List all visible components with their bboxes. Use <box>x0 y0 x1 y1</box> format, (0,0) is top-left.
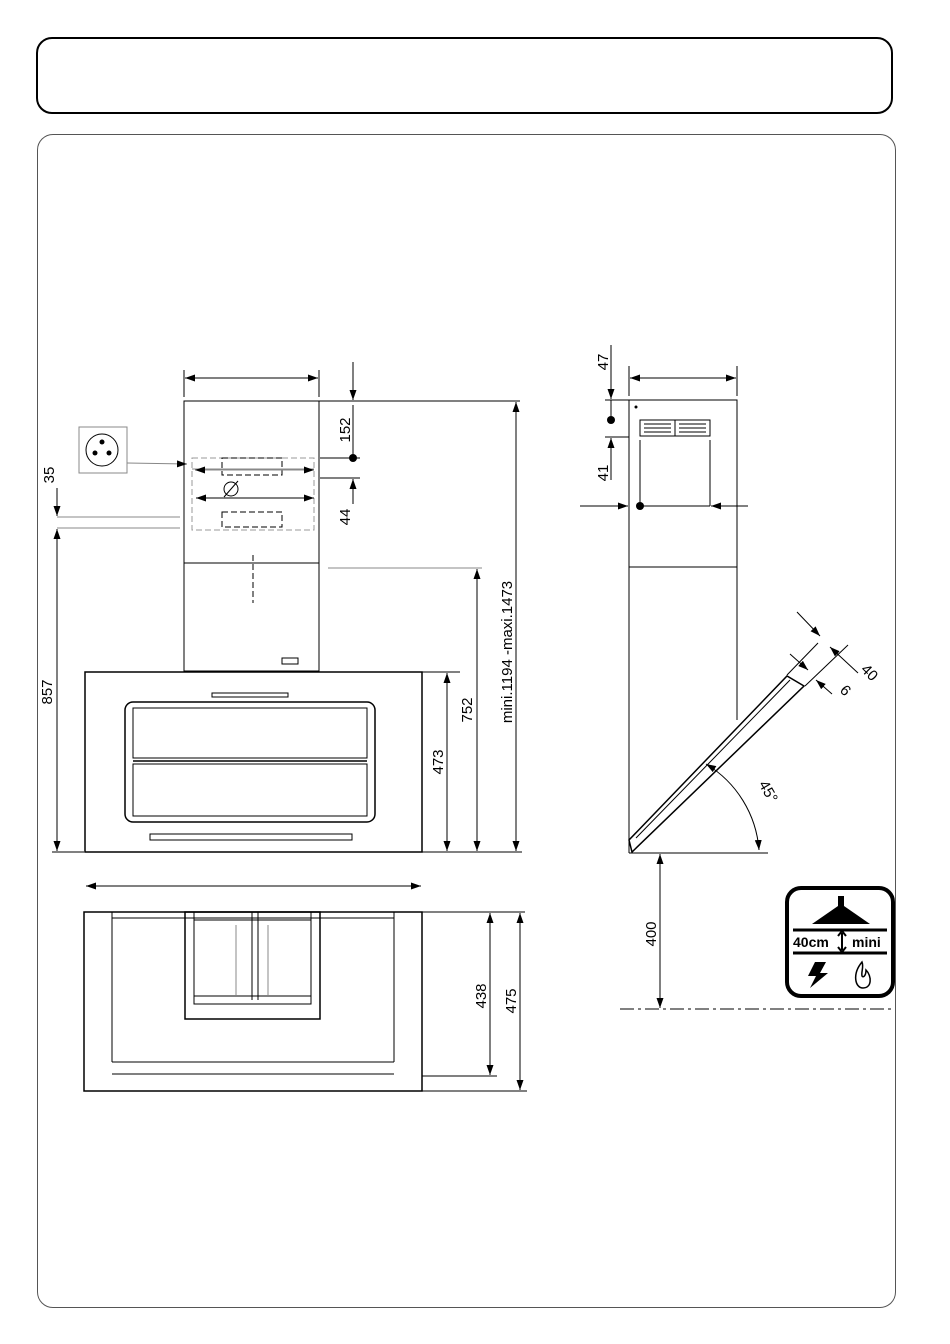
dim-400: 400 <box>643 921 660 946</box>
clearance-symbol: 40cm mini <box>787 888 893 996</box>
dim-473: 473 <box>430 749 447 774</box>
dim-40: 40 <box>857 661 881 685</box>
chimney-upper <box>184 401 319 563</box>
dim-438: 438 <box>473 983 490 1008</box>
dim-152: 152 <box>337 417 354 442</box>
hood-glass-panel <box>85 672 422 852</box>
chimney-led <box>282 658 298 664</box>
dim-6: 6 <box>836 682 854 700</box>
top-view: 438 475 <box>84 912 527 1091</box>
power-socket-icon <box>86 434 118 466</box>
dim-47: 47 <box>595 354 612 371</box>
hood-filter-frame <box>125 702 375 822</box>
side-glass-panel <box>629 676 804 852</box>
clearance-mini: mini <box>852 934 881 950</box>
dim-475: 475 <box>503 988 520 1013</box>
dim-angle: 45° <box>755 778 781 806</box>
chimney-lower <box>184 563 319 671</box>
front-view: 152 44 35 857 473 752 mini.1194 -maxi.14… <box>39 362 522 886</box>
dim-752: 752 <box>459 697 476 722</box>
dim-44: 44 <box>337 509 354 526</box>
clearance-distance: 40cm <box>793 934 829 950</box>
hood-top-outline <box>84 912 422 1091</box>
dim-35: 35 <box>41 467 58 484</box>
dim-height-range: mini.1194 -maxi.1473 <box>499 581 516 723</box>
dim-41: 41 <box>595 465 612 482</box>
side-chimney-upper <box>629 400 737 567</box>
dim-857: 857 <box>39 679 56 704</box>
